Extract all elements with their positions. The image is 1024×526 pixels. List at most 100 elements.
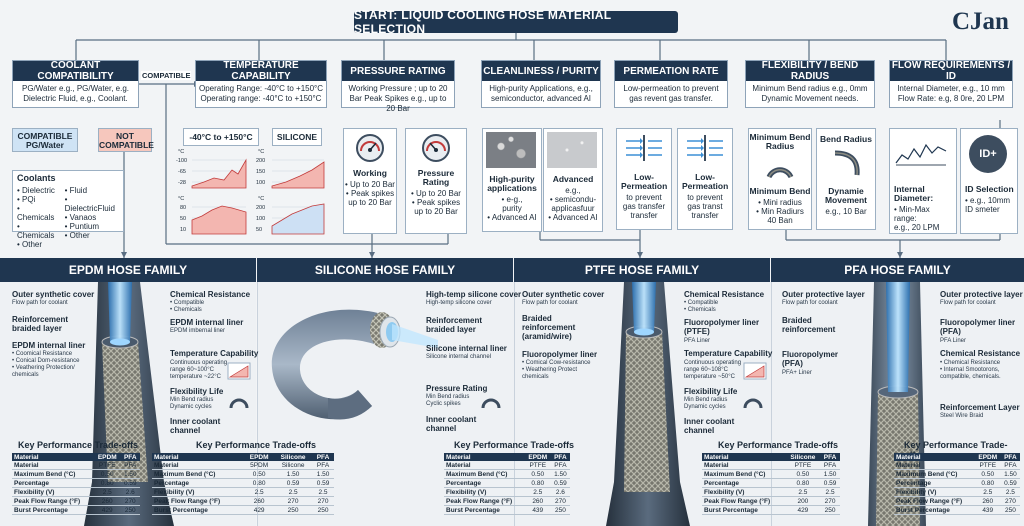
tick-label: 50 [180, 216, 186, 222]
table-header: EPDM [244, 453, 275, 461]
table-cell: Maximum Bend (°C) [152, 469, 245, 479]
table-cell: 0.80 [93, 478, 121, 488]
card-title: Minimum Bend [749, 186, 811, 196]
temperature-mini-charts: °C -100 -65 -28 °C 200 150 100 °C 80 50 … [176, 149, 325, 235]
card-item: gas transt [687, 202, 723, 211]
table-cell: Material [152, 461, 245, 470]
tradeoffs-title: Key Performance Trade-offs [454, 440, 575, 450]
flow-internal-diameter-card: Internal Diameter: • Min-Max range: e.g.… [889, 128, 957, 234]
temp-curve [271, 161, 325, 189]
card-item: • Min Radiurs [756, 207, 804, 216]
table-header: PFA [312, 453, 334, 461]
temp-curve [191, 158, 247, 189]
pressure-rating-card: Pressure Rating • Up to 20 Bar • Peak sp… [405, 128, 467, 234]
label-line: • Conical Dom-resistance [12, 358, 80, 364]
table-cell: Material [894, 461, 975, 470]
family-band-silicone: SILICONE HOSE FAMILY [257, 258, 513, 282]
tick-label: 10 [180, 227, 186, 233]
criterion-title: COOLANT COMPATIBILITY [13, 60, 138, 82]
card-title: Internal Diameter: [894, 184, 934, 203]
criterion-title: TEMPERATURE CAPABILITY [196, 60, 326, 82]
epdm-label-channel: Inner coolant channel [170, 417, 221, 435]
permeation-card-a: Low-Permeation to prevent gas transfer t… [616, 128, 672, 230]
epdm-label-outer: Outer synthetic cover [12, 290, 95, 299]
card-item: 40 Ban [767, 216, 793, 225]
card-item: • e-g., [501, 195, 523, 204]
table-cell: 2.5 [244, 487, 275, 497]
label-line: range 60~108°C [684, 367, 728, 373]
label-line: Continuous operating [170, 360, 228, 366]
pressure-working-card: Working • Up to 20 Bar • Peak spikes up … [343, 128, 397, 234]
permeation-card-b: Low-Permeation to prevent gas transt tra… [677, 128, 733, 230]
table-cell: 0.50 [93, 469, 121, 479]
label-line: • Chemical Resistance [940, 360, 1001, 366]
card-item: e.g., 10 Bar [825, 207, 867, 216]
table-cell: 2.5 [274, 487, 313, 497]
table-cell: 1.50 [312, 469, 334, 479]
silicone-label-liner: Silicone internal liner [426, 344, 507, 353]
table-header: PFA [550, 453, 570, 461]
pfa-label-fluoro: Fluoropolymer (PFA) [782, 350, 839, 368]
epdm-label-outer-sub: Flow path for coolant [12, 300, 68, 306]
coolants-list-right: • Fluid • DielectricFluid • Vanaos • Pun… [65, 186, 119, 249]
silicone-label-pressure: Pressure Rating [426, 384, 488, 393]
table-cell: 1.50 [550, 469, 570, 479]
list-item: • Fluid [64, 186, 88, 195]
table-cell: 0.50 [974, 469, 1001, 479]
tradeoffs-title: Key Performance Trade-offs [196, 440, 317, 450]
table-cell: 0.59 [820, 478, 840, 488]
criterion-text: PG/Water e.g., PG/Water, e.g. Dielectric… [22, 84, 129, 103]
pfa-label-braid: Braided reinforcement [782, 316, 836, 334]
epdm-label-chem-sub: • Compatible • Chemicals [170, 300, 204, 314]
table-cell: 0.59 [1000, 478, 1020, 488]
compatible-tag: COMPATIBLE [141, 71, 192, 80]
tick-label: 200 [256, 205, 265, 211]
pfa-label-outer-right: Outer protective layer [940, 290, 1023, 299]
table-cell: 250 [1000, 505, 1020, 515]
table-cell: Peak Flow Range (°F) [444, 496, 525, 506]
card-item: • Advanced AI [487, 213, 537, 222]
coolants-title: Coolants [17, 173, 56, 183]
card-item: • Min-Max range: [894, 205, 930, 223]
label-line: Min Bend radius [426, 394, 470, 400]
criterion-flexibility: FLEXIBILITY / BEND RADIUS Minimum Bend r… [745, 60, 875, 108]
silicone-hose-illustration [271, 309, 438, 420]
tick-label: -65 [178, 169, 186, 175]
ptfe-label-temp: Temperature Capability [684, 349, 773, 358]
table-cell: 270 [820, 496, 840, 506]
list-item: • PQi [17, 195, 36, 204]
table-header: PFA [1000, 453, 1020, 461]
pfa-label-outer-sub: Flow path for coolant [782, 300, 838, 306]
card-item: e.g., [565, 186, 581, 195]
table-cell: 2.5 [785, 487, 821, 497]
table-cell: Percentage [894, 478, 975, 488]
table-header: PFA [120, 453, 140, 461]
card-title: Working [353, 168, 387, 178]
table-cell: Maximum Bend (°C) [444, 469, 525, 479]
list-item: • Other [64, 231, 90, 240]
permeation-barrier-icon [626, 135, 662, 161]
table-cell: 0.59 [274, 478, 313, 488]
table-cell: 0.50 [524, 469, 551, 479]
card-item: e.g., 20 LPM [894, 223, 940, 232]
family-band-pfa: PFA HOSE FAMILY [771, 258, 1024, 282]
table-cell: 0.59 [312, 478, 334, 488]
coolant-not-compatible-card: NOT COMPATIBLE [98, 128, 154, 152]
temp-curve [191, 205, 247, 235]
table-cell: 2.6 [120, 487, 140, 497]
epdm-label-inner-liner-sub: EPDM imbernal liner [170, 328, 226, 334]
card-title: Dynamie Movement [824, 186, 868, 205]
label-line: Cyclic spikes [426, 401, 461, 407]
label-line: • Veathering Protection/ [12, 365, 75, 371]
table-cell: PFA [1000, 461, 1020, 470]
